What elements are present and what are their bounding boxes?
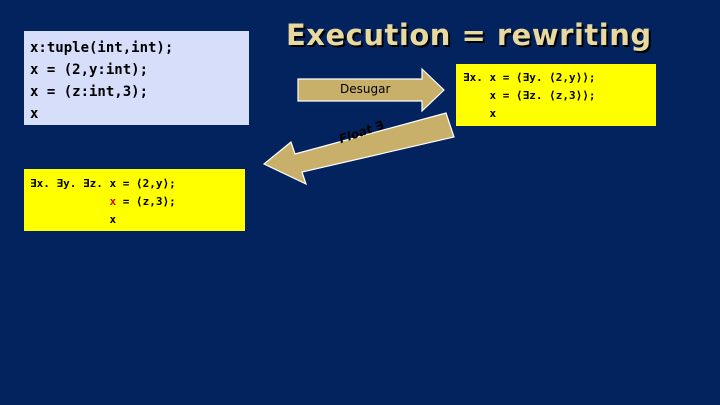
floated-line-3: x (30, 213, 117, 226)
floated-code-box: ∃x. ∃y. ∃z. x = ⟨2,y⟩; x = ⟨z,3⟩; x (24, 169, 245, 231)
desugared-line-3: x (463, 107, 497, 120)
float-exists-arrow (262, 112, 455, 186)
desugared-code: ∃x. x = ⟨∃y. ⟨2,y⟩⟩; x = ⟨∃z. ⟨z,3⟩⟩; x (463, 69, 656, 123)
floated-line-1: ∃x. ∃y. ∃z. x = ⟨2,y⟩; (30, 177, 176, 190)
desugar-label: Desugar (340, 82, 391, 96)
floated-line-2-rest: = ⟨z,3⟩; (116, 195, 176, 208)
source-code-box: x:tuple(int,int); x = (2,y:int); x = (z:… (24, 31, 249, 125)
desugared-line-2: x = ⟨∃z. ⟨z,3⟩⟩; (463, 89, 596, 102)
slide-title: Execution = rewriting (286, 18, 652, 52)
source-line-3: x = (z:int,3); (30, 84, 149, 100)
source-line-1: x:tuple(int,int); (30, 40, 174, 56)
desugar-arrow (297, 67, 445, 113)
source-code: x:tuple(int,int); x = (2,y:int); x = (z:… (30, 37, 249, 125)
floated-code: ∃x. ∃y. ∃z. x = ⟨2,y⟩; x = ⟨z,3⟩; x (30, 175, 245, 229)
desugared-line-1: ∃x. x = ⟨∃y. ⟨2,y⟩⟩; (463, 71, 596, 84)
desugared-code-box: ∃x. x = ⟨∃y. ⟨2,y⟩⟩; x = ⟨∃z. ⟨z,3⟩⟩; x (456, 64, 656, 126)
floated-line-2: x = ⟨z,3⟩; (30, 195, 176, 208)
floated-line-2-indent (30, 195, 109, 208)
source-line-2: x = (2,y:int); (30, 62, 149, 78)
source-line-4: x (30, 106, 39, 122)
highlighted-variable: x (109, 195, 117, 208)
